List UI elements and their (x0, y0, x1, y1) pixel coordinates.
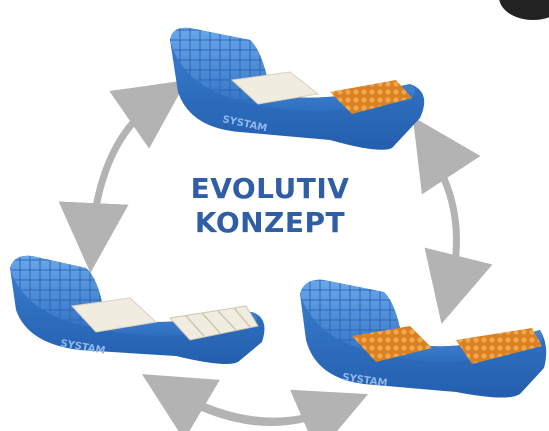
cycle-arrows (58, 80, 493, 431)
mattress-right: SYSTAM (300, 279, 547, 398)
mattress-left: SYSTAM (10, 255, 265, 364)
insert-orange-top (330, 80, 412, 114)
headline: EVOLUTIV KONZEPT (150, 172, 390, 240)
insert-white-bars-left (169, 305, 259, 341)
mattress-top: SYSTAM (170, 27, 425, 150)
headline-line1: EVOLUTIV (190, 172, 350, 205)
insert-orange-right-2 (456, 328, 542, 364)
insert-orange-right-1 (352, 326, 432, 362)
corner-badge (499, 0, 549, 20)
arrow-bottom-back (141, 374, 334, 431)
arrow-left-top-back (58, 201, 129, 273)
insert-white-top (230, 71, 320, 105)
insert-white-left (70, 297, 158, 333)
headline-line2: KONZEPT (194, 206, 346, 239)
